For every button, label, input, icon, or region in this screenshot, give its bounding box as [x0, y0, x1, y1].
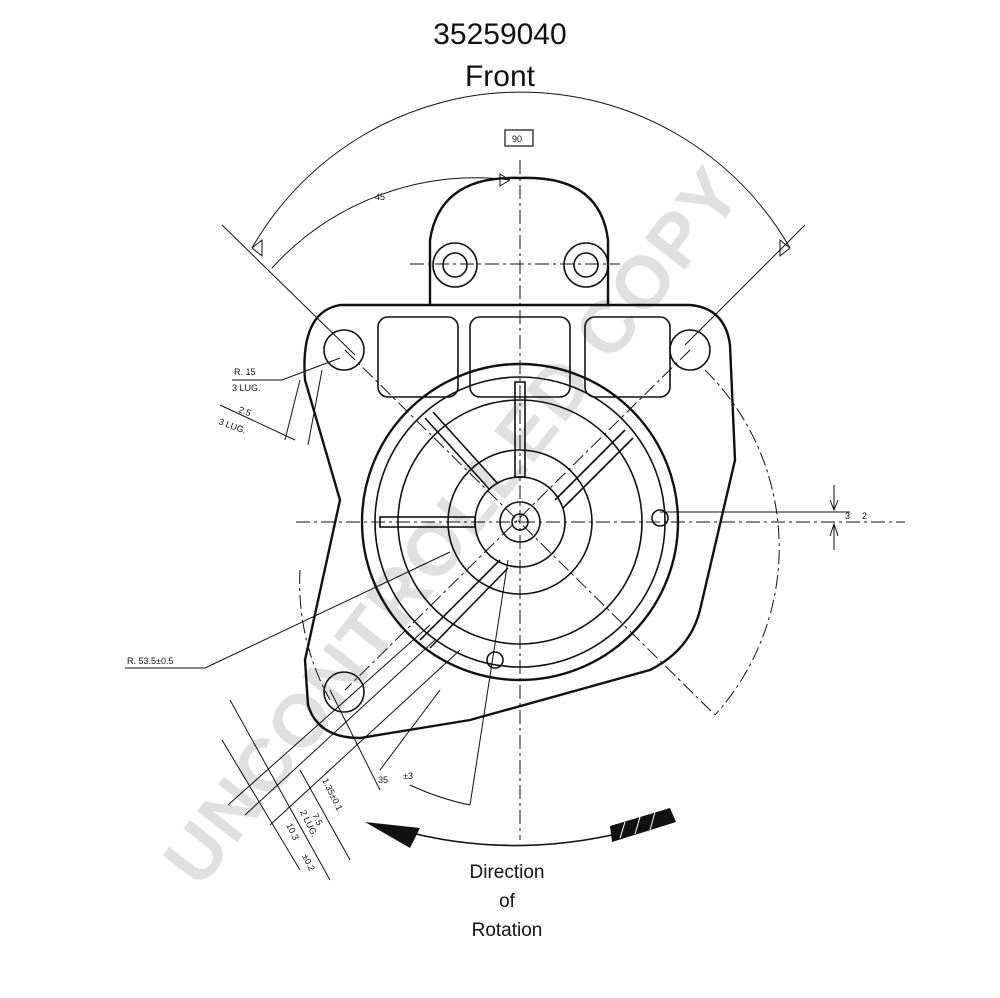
- rotation-label-line1: Direction: [469, 862, 545, 883]
- lug-count-2-label: 3 LUG.: [217, 416, 247, 435]
- pinion: [499, 501, 541, 543]
- flange-pocket-3: [584, 316, 671, 398]
- dim-135-label: 1.35±0.1: [320, 776, 344, 812]
- rib-diag-1: [424, 417, 491, 491]
- top-lug: [428, 176, 610, 305]
- angle-35-label: 35: [378, 775, 388, 785]
- outer-arc-left: [299, 569, 331, 701]
- rotation-arrowhead: [365, 822, 420, 848]
- rotation-fletching: [610, 808, 676, 842]
- housing-radius-label: R. 53.5±0.5: [127, 656, 173, 666]
- rotation-label-line3: Rotation: [471, 920, 543, 941]
- dim-75-label: 7.5: [310, 811, 324, 827]
- mounting-flange: [303, 303, 737, 740]
- dim-103-label: 10.3: [284, 821, 301, 841]
- flange-pocket-2: [469, 316, 571, 398]
- arc-90: [251, 91, 791, 249]
- angle-35-tol-label: ±3: [403, 771, 413, 781]
- angle-45-label: 45: [375, 192, 385, 202]
- rotation-arc: [399, 829, 626, 847]
- arc-35: [409, 784, 471, 806]
- mount-hole-2: [669, 329, 711, 371]
- part-number: 35259040: [433, 18, 567, 51]
- drive-end-bearing: [447, 449, 593, 595]
- lug-offset-label: 2.5: [237, 404, 252, 418]
- radial-line-left: [221, 224, 356, 356]
- watermark: UNCONTROLLED COPY: [147, 151, 757, 899]
- rotation-label-line2: of: [499, 891, 515, 912]
- diag-centerline-2: [344, 349, 691, 691]
- rib-top: [514, 381, 526, 478]
- mount-hole-3: [323, 671, 365, 713]
- dim-103-tol-label: ±0.2: [300, 852, 317, 872]
- angle-90-box: [504, 129, 534, 147]
- mount-hole-1: [323, 329, 365, 371]
- angle-90-label: 90: [512, 134, 522, 144]
- radius-lug-label: R. 15: [234, 367, 256, 377]
- rib-left: [379, 516, 476, 528]
- flange-pocket-1: [377, 316, 459, 398]
- ext-line-1: [229, 699, 331, 881]
- screw-bottom: [486, 651, 504, 669]
- arc-45: [271, 177, 511, 269]
- housing-outer: [360, 362, 680, 682]
- bolt-boss-left: [432, 242, 478, 288]
- rib-diag-3: [419, 559, 501, 641]
- lug-count-1-label: 3 LUG.: [232, 383, 261, 393]
- radial-line-right: [684, 224, 806, 346]
- offset-value-label: 3: [845, 511, 850, 521]
- bolt-boss-right: [563, 242, 609, 288]
- offset-tol-label: 2: [862, 511, 867, 521]
- screw-right: [651, 509, 669, 527]
- outer-arc-right: [704, 369, 780, 716]
- view-title: Front: [464, 60, 536, 93]
- rib-diag-2: [554, 429, 626, 501]
